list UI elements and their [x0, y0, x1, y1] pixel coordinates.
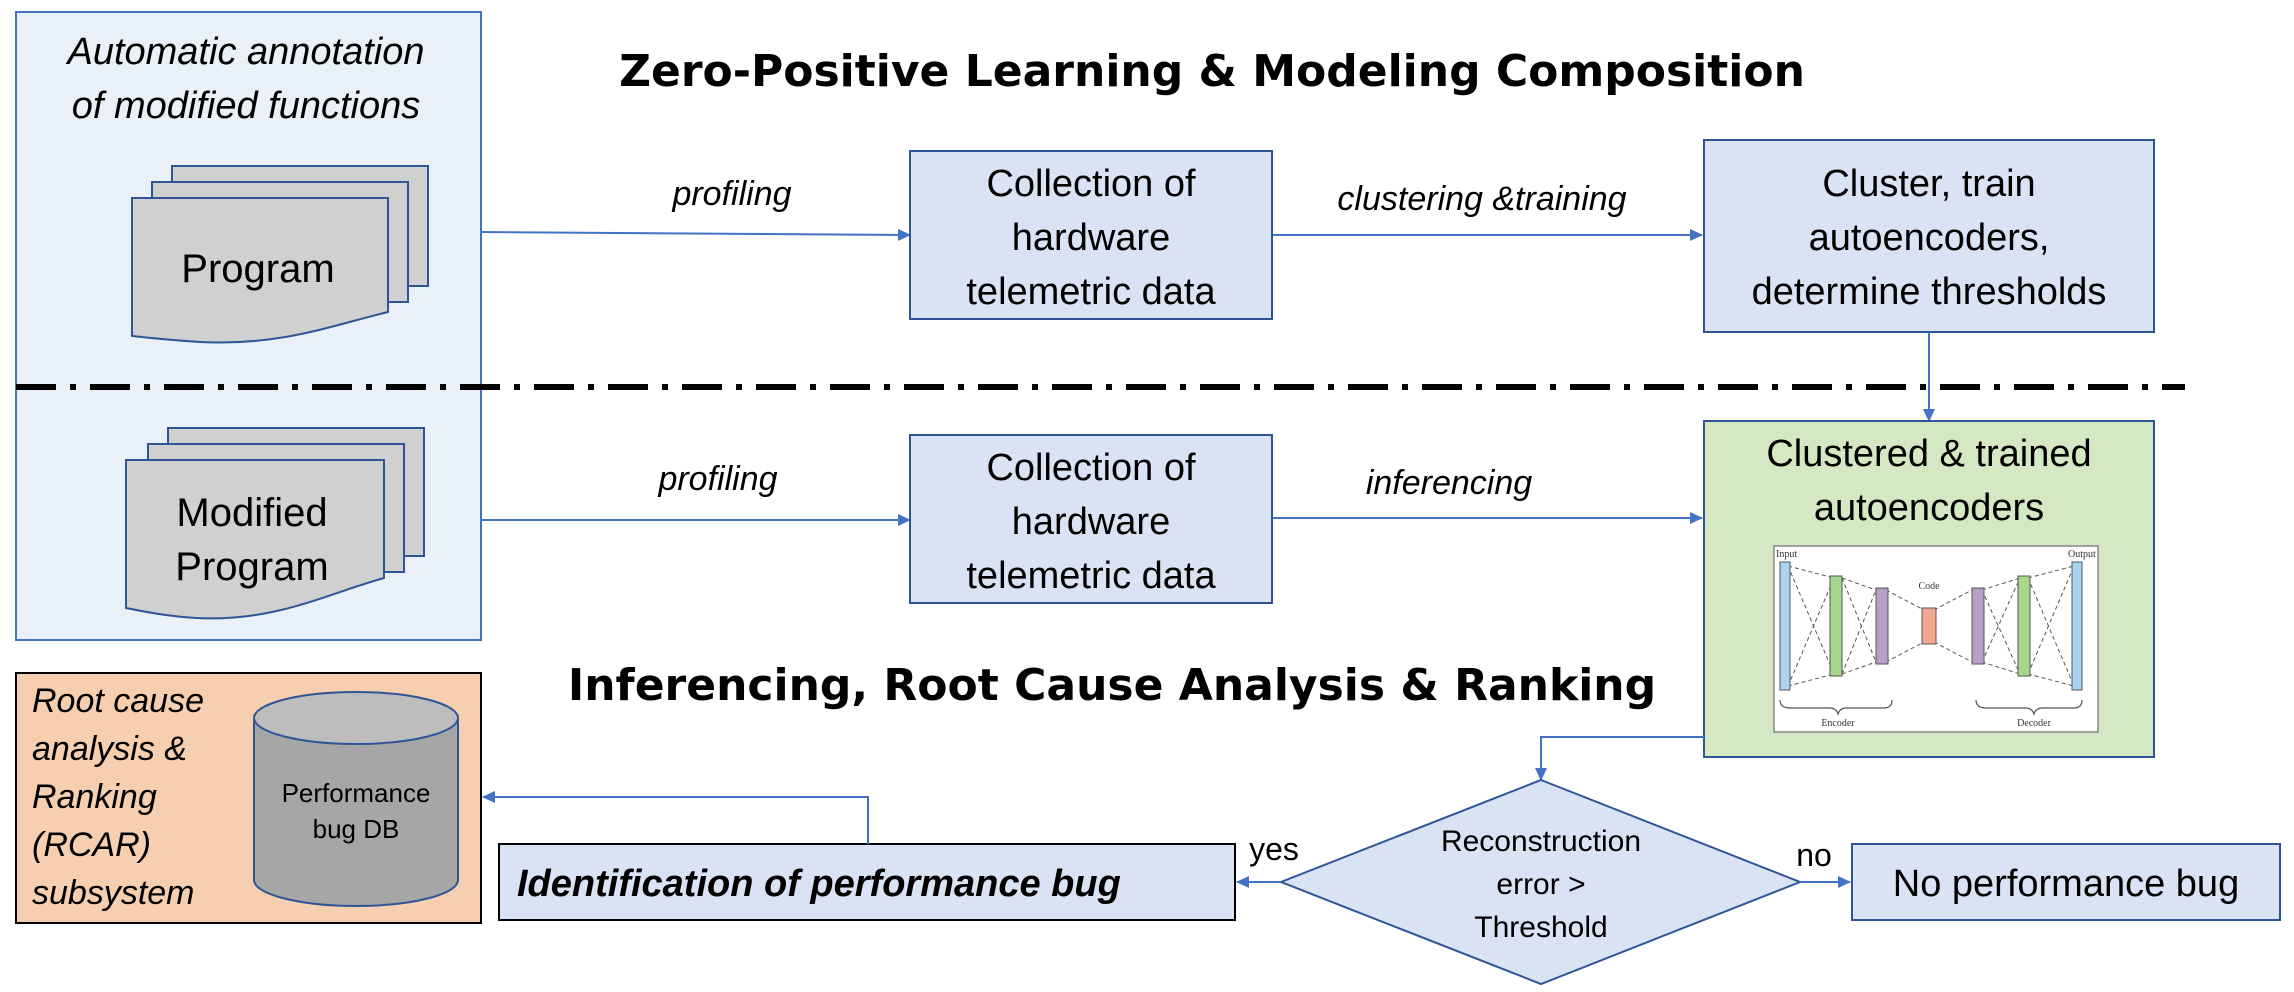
no-bug-label: No performance bug — [1893, 863, 2239, 905]
modified-program-document-icon — [125, 427, 425, 620]
modified-program-label-line2: Program — [175, 545, 328, 589]
edge-label-inferencing: inferencing — [1366, 464, 1532, 502]
trained-line2: autoencoders — [1814, 487, 2044, 529]
edge-label-yes: yes — [1249, 831, 1299, 867]
decision-line3: Threshold — [1474, 911, 1607, 944]
db-line2: bug DB — [313, 814, 400, 844]
arrow-identification-to-rcar — [482, 791, 869, 844]
collection-bottom-line2: hardware — [1012, 501, 1170, 543]
cluster-train-line1: Cluster, train — [1822, 163, 2035, 205]
arrow-trained-to-decision — [1535, 736, 1704, 781]
annotation-title-line1: Automatic annotation — [65, 31, 424, 73]
edge-label-profiling-top: profiling — [671, 175, 791, 213]
decision-diamond — [1278, 778, 1803, 986]
ae-code-label: Code — [1918, 581, 1940, 592]
collection-top-line1: Collection of — [986, 163, 1196, 205]
top-section-title: Zero-Positive Learning & Modeling Compos… — [619, 46, 1805, 97]
rcar-line2: analysis & — [32, 730, 187, 768]
cluster-train-line2: autoencoders, — [1809, 217, 2050, 259]
collection-top-line3: telemetric data — [966, 271, 1216, 313]
db-line1: Performance — [282, 778, 431, 808]
autoencoder-figure — [1773, 545, 2099, 733]
trained-line1: Clustered & trained — [1766, 433, 2091, 475]
ae-output-label: Output — [2068, 549, 2096, 560]
decision-line2: error > — [1496, 868, 1585, 901]
modified-program-label-line1: Modified — [176, 491, 327, 535]
decision-line1: Reconstruction — [1441, 825, 1641, 858]
edge-label-no: no — [1796, 837, 1832, 873]
collection-box-top — [909, 150, 1273, 320]
edge-label-profiling-bottom: profiling — [657, 460, 777, 498]
collection-top-line2: hardware — [1012, 217, 1170, 259]
identification-box — [498, 843, 1236, 921]
rcar-line4: (RCAR) — [32, 826, 151, 864]
arrow-profiling-top — [480, 228, 911, 241]
identification-label: Identification of performance bug — [517, 863, 1121, 905]
no-bug-box — [1851, 843, 2281, 921]
cluster-train-box — [1703, 139, 2155, 333]
rcar-line1: Root cause — [32, 682, 204, 720]
ae-decoder-label: Decoder — [2017, 718, 2052, 729]
rcar-line3: Ranking — [32, 778, 157, 816]
edge-label-clustering-training: clustering &training — [1337, 180, 1626, 218]
program-label: Program — [181, 247, 334, 291]
ae-encoder-label: Encoder — [1821, 718, 1855, 729]
rcar-line5: subsystem — [32, 874, 195, 912]
cluster-train-line3: determine thresholds — [1752, 271, 2107, 313]
ae-input-label: Input — [1776, 549, 1797, 560]
collection-box-bottom — [909, 434, 1273, 604]
collection-bottom-line1: Collection of — [986, 447, 1196, 489]
collection-bottom-line3: telemetric data — [966, 555, 1216, 597]
bottom-section-title: Inferencing, Root Cause Analysis & Ranki… — [568, 660, 1656, 711]
database-icon — [253, 691, 459, 907]
annotation-title-line2: of modified functions — [72, 85, 421, 127]
program-document-icon — [131, 165, 429, 344]
